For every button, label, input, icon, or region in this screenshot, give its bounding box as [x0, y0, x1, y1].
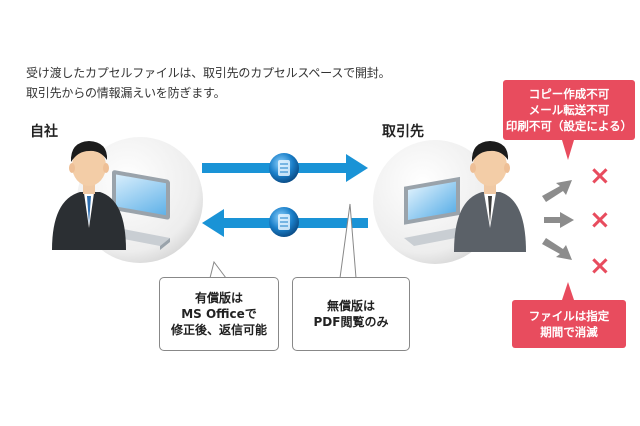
partner-label: 取引先 — [382, 124, 424, 140]
restriction-copy: コピー作成不可 — [528, 87, 610, 101]
expiry-line-2: 期間で消滅 — [540, 325, 598, 339]
free-version-callout: 無償版は PDF閲覧のみ — [292, 277, 410, 351]
free-callout-line-2: PDF閲覧のみ — [313, 315, 389, 329]
paid-callout-line-3: 修正後、返信可能 — [170, 323, 267, 337]
paid-version-callout: 有償版は MS Officeで 修正後、返信可能 — [159, 277, 279, 351]
own-businessman-icon — [52, 141, 126, 250]
cross-icon: × — [589, 251, 611, 281]
restriction-mail: メール転送不可 — [528, 103, 610, 117]
intro-line-1: 受け渡したカプセルファイルは、取引先のカプセルスペースで開封。 — [26, 66, 391, 80]
capsule-file-icon — [269, 207, 299, 237]
paid-callout-line-2: MS Officeで — [181, 307, 257, 321]
intro-line-2: 取引先からの情報漏えいを防ぎます。 — [26, 86, 226, 100]
expiry-box: ファイルは指定 期間で消滅 — [512, 300, 626, 348]
paid-callout-line-1: 有償版は — [194, 291, 243, 305]
own-company-label: 自社 — [30, 124, 58, 140]
restrictions-box: コピー作成不可 メール転送不可 印刷不可（設定による） — [503, 80, 635, 140]
gray-arrow-icon — [542, 180, 574, 260]
cross-icon: × — [589, 205, 611, 235]
expiry-line-1: ファイルは指定 — [528, 309, 610, 323]
cross-icon: × — [589, 161, 611, 191]
restriction-print: 印刷不可（設定による） — [505, 119, 633, 133]
partner-businessman-icon — [454, 141, 526, 252]
free-callout-line-1: 無償版は — [326, 299, 375, 313]
capsule-file-icon — [269, 153, 299, 183]
